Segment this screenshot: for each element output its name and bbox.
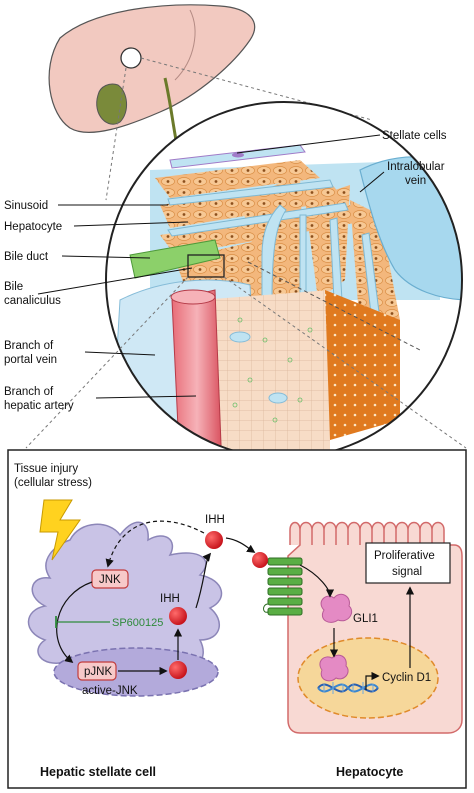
label-bile-duct: Bile duct	[4, 251, 49, 263]
label-portal-vein-2: portal vein	[4, 354, 57, 366]
pjnk-box	[77, 661, 117, 681]
label-gli1: GLI1	[353, 613, 378, 625]
label-sinusoid: Sinusoid	[4, 200, 48, 212]
label-ihh-outside: IHH	[205, 514, 225, 526]
receptor-icon	[263, 557, 303, 616]
ihh-ball-secreted	[205, 531, 223, 549]
jnk-box	[91, 569, 129, 589]
gallbladder	[96, 83, 127, 125]
zoom-rectangle	[187, 254, 225, 278]
label-proliferative-1: Proliferative	[374, 550, 435, 562]
label-ihh-inside: IHH	[160, 593, 180, 605]
label-hepatic-artery-1: Branch of	[4, 386, 54, 398]
ihh-ball-cytoplasm	[169, 607, 187, 625]
label-tissue-injury-1: Tissue injury	[14, 463, 78, 475]
label-portal-vein-1: Branch of	[4, 340, 54, 352]
proliferative-signal-box	[365, 542, 451, 584]
label-hepatic-artery-2: hepatic artery	[4, 400, 74, 412]
label-intralobular-vein-1: Intralobular	[387, 161, 445, 173]
label-intralobular-vein-2: vein	[405, 175, 426, 187]
label-active-jnk: active-JNK	[82, 685, 138, 697]
bile-duct-tube	[163, 77, 178, 141]
ihh-ball-nucleus	[169, 661, 187, 679]
label-hepatocyte: Hepatocyte	[4, 221, 62, 233]
gli1-nuclear-protein	[319, 654, 349, 682]
anatomy-labels: Stellate cells Intralobular vein Sinusoi…	[4, 130, 447, 412]
label-bile-canaliculus-2: canaliculus	[4, 295, 61, 307]
label-sp600125: SP600125	[112, 617, 163, 629]
title-hepatocyte: Hepatocyte	[336, 765, 403, 779]
zoom-origin-circle	[120, 47, 142, 69]
lobule-magnification	[105, 101, 463, 459]
signaling-panel: GLI1 Cyclin D1 Proliferative signal Tiss…	[7, 449, 467, 789]
label-proliferative-2: signal	[392, 566, 422, 578]
liver-illustration	[48, 4, 373, 201]
label-cyclin-d1: Cyclin D1	[382, 672, 431, 684]
bile-duct-green	[129, 239, 221, 279]
label-tissue-injury-2: (cellular stress)	[14, 477, 92, 489]
dna-icon	[317, 682, 379, 694]
stellate-nucleus	[53, 647, 219, 697]
label-pjnk: pJNK	[84, 666, 112, 678]
ihh-bound-ball	[252, 552, 268, 568]
gli1-protein	[320, 593, 353, 623]
label-jnk: JNK	[99, 574, 121, 586]
title-stellate-cell: Hepatic stellate cell	[40, 765, 156, 779]
label-bile-canaliculus-1: Bile	[4, 281, 23, 293]
lightning-icon	[39, 499, 81, 561]
label-stellate-cells: Stellate cells	[382, 130, 447, 142]
